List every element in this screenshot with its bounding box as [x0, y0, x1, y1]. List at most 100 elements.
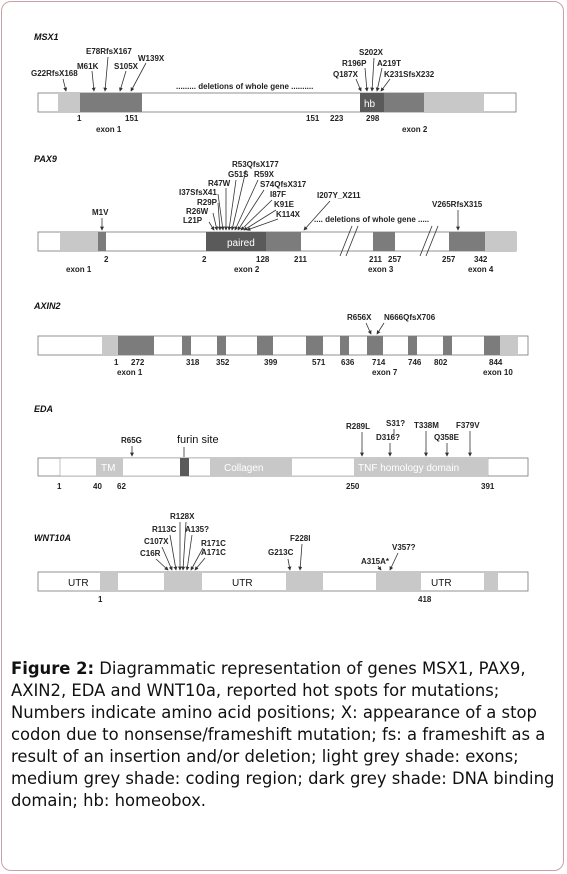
mutation-arrow	[380, 78, 391, 92]
mutation-arrow	[62, 78, 68, 92]
exon-label: exon 1	[96, 125, 122, 134]
position-number: 1	[77, 114, 82, 123]
paired-domain	[206, 232, 266, 251]
position-number: 257	[442, 255, 456, 264]
position-number: 151	[306, 114, 320, 123]
coding-region	[443, 336, 452, 355]
coding-region	[266, 232, 301, 251]
exon-label: exon 7	[372, 368, 398, 377]
mutation-label: Q187X	[333, 70, 359, 79]
position-number: 128	[256, 255, 270, 264]
coding-region	[257, 336, 273, 355]
mutation-label: R47W	[208, 179, 231, 188]
coding-region	[408, 336, 417, 355]
mutation-arrow	[370, 57, 375, 92]
mutation-label: S202X	[359, 48, 384, 57]
mutation-label: K231SfsX232	[384, 70, 435, 79]
mutation-label: N666QfsX706	[384, 313, 436, 322]
mutation-label: I207Y_X211	[317, 191, 361, 200]
exon-label: exon 1	[66, 265, 92, 274]
mutation-arrow	[103, 56, 109, 92]
exon-region	[376, 572, 421, 591]
mutation-label: S105X	[114, 62, 139, 71]
coding-region	[367, 336, 383, 355]
mutation-arrow	[161, 546, 173, 571]
position-number: 2	[202, 255, 207, 264]
exon-region	[484, 572, 498, 591]
mutation-arrow	[230, 169, 247, 231]
position-number: 1	[98, 595, 103, 604]
mutation-arrow	[298, 543, 303, 571]
tnf-homology-domain	[354, 458, 488, 476]
position-number: 298	[366, 114, 380, 123]
caption-text: Diagrammatic representation of genes MSX…	[11, 659, 555, 810]
position-number: 1	[57, 482, 62, 491]
mutation-label: A135?	[185, 525, 209, 534]
coding-region	[217, 336, 226, 355]
mutation-arrow	[376, 322, 385, 335]
exon-label: exon 3	[368, 265, 394, 274]
mutation-label: E78RfsX167	[86, 47, 132, 56]
exon-region	[424, 93, 484, 112]
position-number: 636	[341, 358, 355, 367]
caption-label: Figure 2:	[11, 659, 95, 678]
mutation-arrow	[237, 189, 265, 231]
position-number: 714	[372, 358, 386, 367]
gene-pax9: PAX9 paired .... deletions of whole gene…	[34, 154, 517, 274]
position-number: 211	[369, 255, 382, 264]
break-mark	[345, 225, 359, 257]
coding-region	[384, 93, 424, 112]
coding-region	[182, 336, 191, 355]
mutation-arrow	[185, 534, 193, 571]
mutation-arrow	[119, 70, 127, 92]
mutation-label: M61K	[77, 62, 99, 71]
position-number: 250	[346, 482, 360, 491]
mutation-label: V265RfsX315	[432, 200, 483, 209]
gene-wnt10a: WNT10A UTR UTR UTR R128X R113C A135? C10…	[34, 512, 529, 604]
exon-region	[58, 93, 80, 112]
break-mark	[339, 225, 353, 257]
mutation-label: A315A*	[361, 557, 390, 566]
mutation-arrow	[181, 521, 187, 571]
deletion-note: ......... deletions of whole gene ......…	[176, 82, 313, 91]
domain-label-tnf: TNF homology domain	[358, 463, 459, 474]
mutation-arrow	[389, 552, 399, 571]
mutation-label: M1V	[92, 208, 109, 217]
gene-msx1: MSX1 hb ......... deletions of whole gen…	[31, 32, 517, 134]
position-number: 40	[93, 482, 102, 491]
mutation-label: Q358E	[434, 433, 460, 442]
mutation-arrow	[155, 558, 169, 571]
mutation-arrow	[217, 193, 225, 231]
domain-label-paired: paired	[227, 238, 255, 249]
exon-label: exon 2	[402, 125, 428, 134]
mutation-label: W139X	[138, 54, 165, 63]
mutation-label: R289L	[346, 422, 370, 431]
mutation-arrow	[246, 218, 279, 231]
mutation-arrow	[130, 62, 147, 92]
position-number: 2	[104, 255, 109, 264]
mutation-label: R128X	[170, 512, 195, 521]
position-number: 223	[330, 114, 344, 123]
gene-eda: EDA TM Collagen TNF homology domain furi…	[34, 404, 529, 491]
exon-region	[500, 336, 518, 355]
exon-label: exon 2	[234, 265, 260, 274]
mutation-label: R196P	[342, 59, 367, 68]
mutation-arrow	[227, 179, 237, 231]
position-number: 391	[481, 482, 495, 491]
furin-site-label: furin site	[177, 434, 219, 446]
domain-label-hb: hb	[364, 99, 376, 110]
utr-label: UTR	[68, 578, 89, 589]
mutation-arrow	[243, 209, 277, 231]
coding-region	[449, 232, 485, 251]
coding-region	[306, 336, 323, 355]
mutation-label: R53QfsX177	[232, 160, 279, 169]
collagen-domain	[210, 458, 292, 476]
exon-region	[286, 572, 323, 591]
figure-caption: Figure 2: Diagrammatic representation of…	[11, 658, 556, 812]
mutation-label: R59X	[254, 170, 275, 179]
mutation-label: G213C	[268, 548, 294, 557]
mutation-arrow	[375, 67, 383, 92]
mutation-label: I37SfsX41	[179, 188, 217, 197]
mutation-arrow	[194, 557, 206, 571]
exon-region	[100, 572, 118, 591]
